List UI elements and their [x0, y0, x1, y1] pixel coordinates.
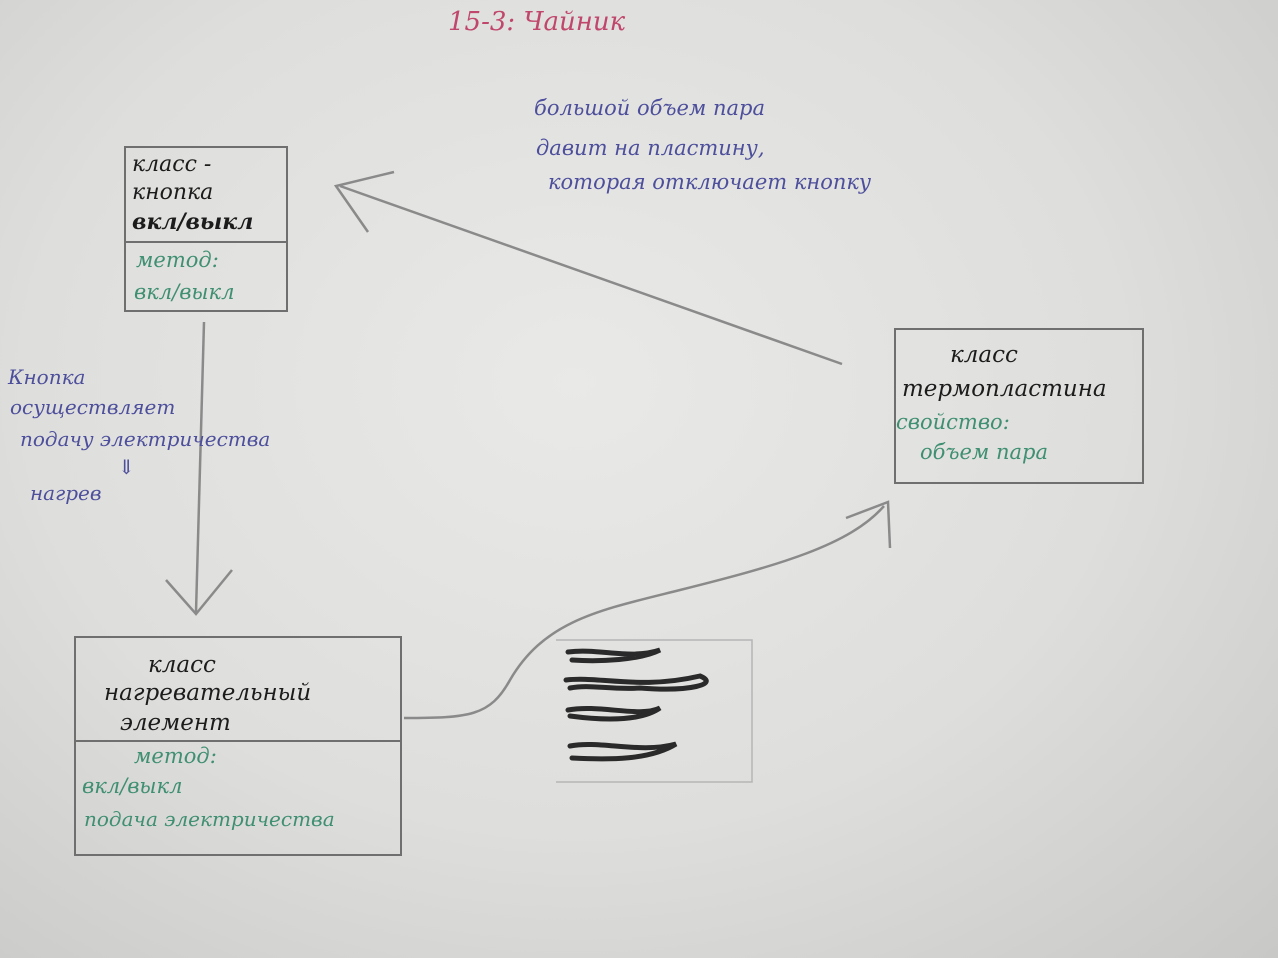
button-method-label: метод:	[136, 248, 219, 272]
plate-property-label: свойство:	[896, 410, 1010, 434]
heater-class-name-line2: нагревательный	[104, 680, 312, 706]
arrow-button-to-heater-head	[165, 569, 233, 616]
note-button-line2: осуществляет	[10, 395, 176, 419]
note-button-line1: Кнопка	[8, 365, 86, 389]
class-box-divider	[126, 241, 286, 243]
arrow-heater-to-plate	[403, 505, 885, 720]
plate-property-value: объем пара	[920, 440, 1048, 464]
button-class-name-line1: класс -	[132, 152, 212, 177]
heater-method-value2: подача электричества	[84, 807, 335, 831]
button-class-name-line2: кнопка	[132, 180, 214, 205]
arrow-heater-to-plate-head	[845, 500, 892, 549]
note-button-line3: подачу электричества	[20, 427, 271, 451]
crossed-out-scribble	[563, 647, 709, 762]
plate-class-name-line1: класс	[950, 342, 1018, 368]
plate-class-name-line2: термопластина	[902, 376, 1107, 402]
heater-class-name-line1: класс	[148, 652, 216, 678]
heater-class-name-line3: элемент	[120, 710, 231, 736]
button-method-value: вкл/выкл	[134, 280, 235, 304]
arrow-plate-to-button-head	[333, 170, 395, 233]
heater-method-label: метод:	[134, 744, 217, 768]
crossed-out-box-outline	[556, 639, 753, 783]
class-box-heating-element	[74, 636, 402, 856]
note-plate-line3: которая отключает кнопку	[548, 170, 872, 194]
note-button-line4: нагрев	[30, 481, 102, 505]
class-box-divider	[76, 740, 400, 742]
page-title: 15-3: Чайник	[448, 7, 626, 37]
arrow-plate-to-button	[339, 184, 843, 366]
class-box-thermoplate	[894, 328, 1144, 484]
arrow-button-to-heater	[194, 321, 206, 613]
heater-method-value1: вкл/выкл	[82, 774, 183, 798]
class-box-button	[124, 146, 288, 312]
note-plate-line1: большой объем пара	[534, 96, 765, 120]
note-plate-line2: давит на пластину,	[536, 136, 765, 160]
note-button-arrow: ⇓	[118, 455, 135, 479]
button-class-name-line3: вкл/выкл	[132, 209, 254, 235]
